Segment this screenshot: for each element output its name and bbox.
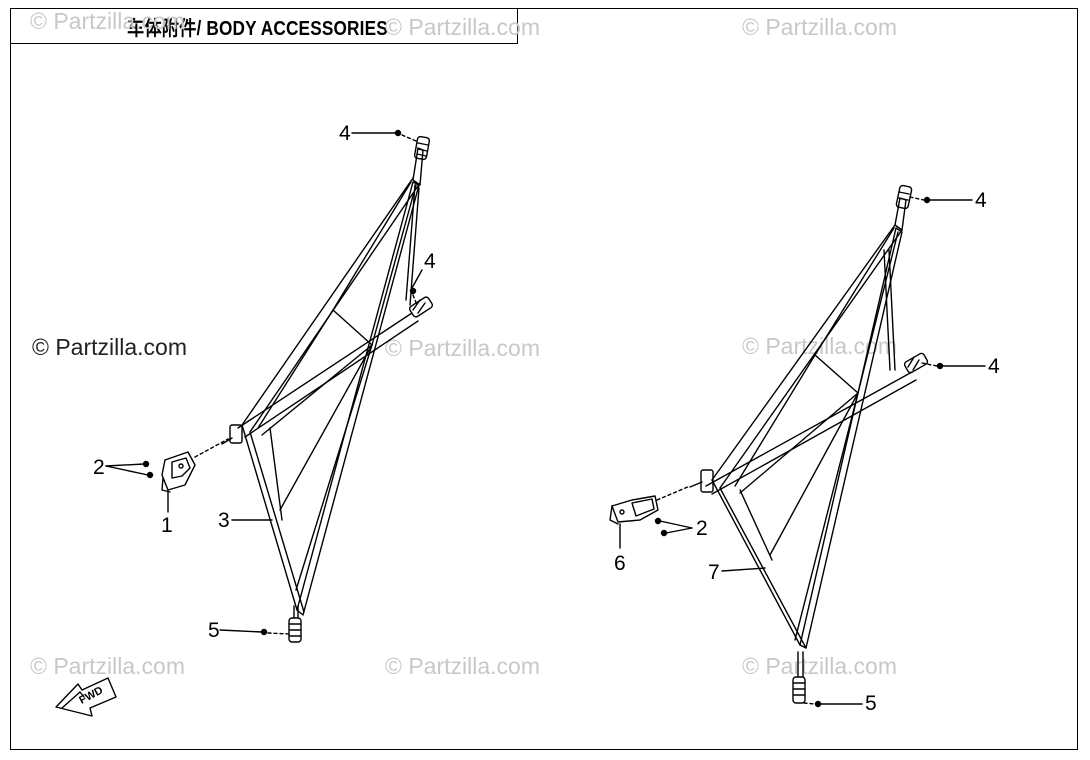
diagram-frame xyxy=(10,8,1078,750)
callout-2: 2 xyxy=(93,456,105,479)
left-bolts xyxy=(142,129,417,636)
title-box: 车体附件/ BODY ACCESSORIES xyxy=(10,8,518,44)
watermark: © Partzilla.com xyxy=(742,653,897,679)
callout-7: 7 xyxy=(708,561,720,584)
right-leader-lines xyxy=(619,199,986,705)
callout-4: 4 xyxy=(975,189,987,212)
right-side-net-frame xyxy=(689,184,929,704)
callout-2: 2 xyxy=(696,517,708,540)
watermark: © Partzilla.com xyxy=(30,8,185,34)
diagram-title: 车体附件/ BODY ACCESSORIES xyxy=(127,17,388,40)
left-bracket xyxy=(161,451,196,493)
watermark: © Partzilla.com xyxy=(742,14,897,40)
right-alignment-lines xyxy=(656,196,938,705)
watermark: © Partzilla.com xyxy=(385,14,540,40)
fwd-arrow xyxy=(55,677,117,717)
watermark: © Partzilla.com xyxy=(32,334,187,360)
right-bolts xyxy=(654,196,944,708)
watermark: © Partzilla.com xyxy=(385,335,540,361)
callout-5: 5 xyxy=(208,619,220,642)
callout-4: 4 xyxy=(988,355,1000,378)
left-alignment-lines xyxy=(194,134,418,635)
callout-4: 4 xyxy=(339,122,351,145)
callout-5: 5 xyxy=(865,692,877,715)
callout-6: 6 xyxy=(614,552,626,575)
watermark: © Partzilla.com xyxy=(30,653,185,679)
right-bracket xyxy=(609,495,659,525)
left-leader-lines xyxy=(105,132,423,633)
watermark: © Partzilla.com xyxy=(385,653,540,679)
callout-1: 1 xyxy=(161,514,173,537)
callout-3: 3 xyxy=(218,509,230,532)
left-side-net-frame xyxy=(221,135,434,643)
callout-4: 4 xyxy=(424,250,436,273)
